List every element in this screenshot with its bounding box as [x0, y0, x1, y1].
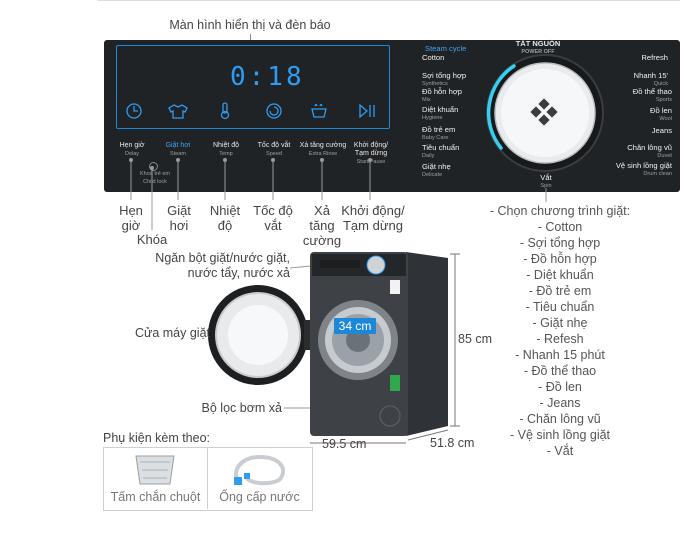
callout-delay: Hẹn giờ — [119, 203, 143, 233]
panel-button-steam[interactable]: Giặt hơi Steam — [158, 142, 198, 158]
accessory-water-hose: Ống cấp nước — [219, 490, 300, 504]
callout-lock: Khóa — [136, 232, 168, 247]
program-list-item: - Diệt khuẩn — [526, 268, 594, 282]
program-list-header: - Chọn chương trình giặt: — [489, 204, 631, 218]
washing-machine — [208, 252, 460, 444]
program-list-item: - Nhanh 15 phút — [515, 348, 605, 362]
water-hose-icon — [234, 454, 286, 486]
panel-button-extra-rinse[interactable]: Xả tăng cường Extra Rinse — [298, 142, 348, 158]
clock-icon — [126, 103, 142, 119]
callout-speed: Tốc độ vắt — [253, 203, 293, 233]
display-digits: 0:18 — [230, 62, 305, 92]
door-label: Cửa máy giặt — [134, 326, 210, 340]
thermometer-icon — [220, 102, 230, 120]
panel-button-sublabel: Delay — [124, 151, 140, 157]
program-list-item: - Đồ trẻ em — [528, 284, 592, 298]
dial-program-cotton[interactable]: Cotton — [422, 53, 445, 62]
width-dimension: 59.5 cm — [322, 437, 367, 451]
program-list-item: - Refesh — [536, 332, 584, 346]
accessories-title: Phụ kiện kèm theo: — [103, 431, 211, 445]
panel-button-sublabel: Temp — [219, 151, 233, 157]
panel-button-label: Tốc độ vắt — [257, 142, 291, 149]
program-list-item: - Chăn lông vũ — [519, 412, 601, 426]
callout-start-pause: Khởi động/ Tạm dừng — [341, 203, 405, 233]
height-dimension: 85 cm — [458, 332, 493, 346]
door-size-badge: 34 cm — [334, 318, 376, 334]
top-divider — [98, 0, 680, 1]
spin-icon — [266, 103, 282, 119]
callout-temp: Nhiệt độ — [209, 203, 241, 233]
panel-button-sublabel: Extra Rinse — [308, 151, 338, 157]
panel-button-speed[interactable]: Tốc độ vắt Speed — [254, 142, 294, 158]
program-list-item: - Tiêu chuẩn — [525, 300, 595, 314]
panel-button-label: Khởi động/ Tạm dừng — [353, 142, 389, 157]
filter-label: Bộ lọc bơm xả — [201, 401, 282, 415]
callout-steam: Giặt hơi — [167, 203, 191, 233]
panel-button-label: Xả tăng cường — [299, 142, 347, 149]
program-dial[interactable] — [484, 52, 606, 174]
program-list-item: - Đồ len — [538, 380, 582, 394]
panel-button-label: Hẹn giờ — [119, 142, 145, 149]
rinse-icon — [311, 103, 327, 118]
display-label: Màn hình hiển thị và đèn báo — [169, 18, 331, 32]
child-lock-icon — [149, 162, 158, 171]
panel-button-start-pause[interactable]: Khởi động/ Tạm dừng Start/Pause — [348, 142, 394, 166]
program-list-item: - Vệ sinh lồng giặt — [509, 428, 611, 442]
steam-cycle-label: Steam cycle — [425, 44, 467, 53]
dial-program-refresh[interactable]: Refresh — [641, 53, 668, 62]
accessory-rat-guard: Tấm chắn chuột — [110, 490, 201, 504]
panel-button-sublabel: Start/Pause — [356, 159, 386, 165]
rat-guard-icon — [135, 455, 175, 485]
panel-button-sublabel: Steam — [170, 151, 186, 157]
panel-button-label: Nhiệt độ — [212, 142, 240, 149]
program-list-item: - Giặt nhẹ — [532, 316, 588, 330]
dial-program-quick[interactable]: Nhanh 15'Quick — [633, 71, 668, 88]
panel-button-delay[interactable]: Hẹn giờ Delay — [112, 142, 152, 158]
program-list-item: - Đồ hỗn hợp — [523, 252, 597, 266]
detergent-label: Ngăn bột giặt/nước giặt, nước tẩy, nước … — [155, 251, 290, 280]
shirt-icon — [168, 104, 188, 119]
power-off-label: TẮT NGUỒN POWER OFF — [515, 39, 561, 56]
panel-button-sublabel: Speed — [266, 151, 282, 157]
program-list-item: - Vắt — [546, 444, 574, 458]
program-list-item: - Sợi tổng hợp — [519, 236, 601, 250]
display-screen — [116, 45, 390, 129]
depth-dimension: 51.8 cm — [430, 436, 475, 450]
program-list-item: - Đồ thể thao — [523, 364, 597, 378]
callout-extra-rinse: Xả tăng cường — [302, 203, 342, 248]
play-pause-icon — [359, 103, 375, 119]
dial-program-jeans[interactable]: Jeans — [651, 126, 672, 135]
panel-button-label: Giặt hơi — [165, 142, 191, 149]
panel-button-temp[interactable]: Nhiệt độ Temp — [206, 142, 246, 158]
display-icons — [126, 102, 375, 120]
accessories-box — [103, 447, 313, 511]
child-lock-text: Khoá trẻ em Child lock — [140, 171, 170, 185]
program-list-item: - Jeans — [539, 396, 581, 410]
program-list-item: - Cotton — [537, 220, 583, 234]
accessories-divider — [207, 447, 208, 509]
